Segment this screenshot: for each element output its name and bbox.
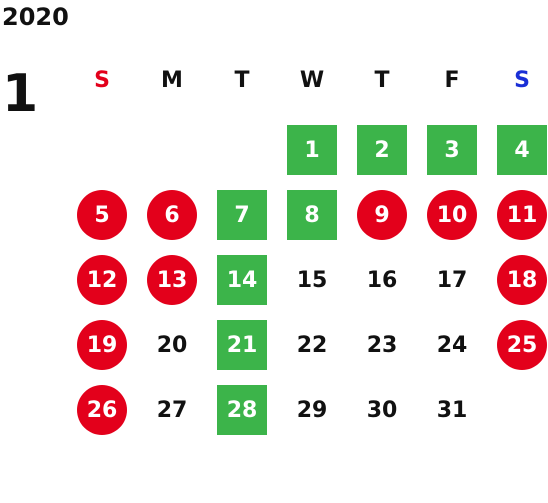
day-cell[interactable]: 9 [357, 190, 407, 240]
day-cell[interactable]: 18 [497, 255, 547, 305]
day-cell[interactable]: 3 [427, 125, 477, 175]
day-cell[interactable]: 10 [427, 190, 477, 240]
day-cell[interactable]: 1 [287, 125, 337, 175]
day-cell[interactable]: 7 [217, 190, 267, 240]
weekday-label: F [444, 68, 460, 93]
day-cell[interactable]: 13 [147, 255, 197, 305]
weekday-label: W [299, 68, 325, 93]
day-cell[interactable]: 8 [287, 190, 337, 240]
day-cell[interactable]: 16 [366, 267, 398, 293]
weekday-label: T [234, 68, 250, 93]
day-cell[interactable]: 12 [77, 255, 127, 305]
weekday-label: S [94, 68, 110, 93]
day-cell[interactable]: 30 [366, 397, 398, 423]
day-cell[interactable]: 24 [436, 332, 468, 358]
day-cell[interactable]: 15 [296, 267, 328, 293]
weekday-label: S [514, 68, 530, 93]
day-cell[interactable]: 31 [436, 397, 468, 423]
day-cell[interactable]: 22 [296, 332, 328, 358]
year-label: 2020 [2, 3, 69, 31]
day-cell[interactable]: 4 [497, 125, 547, 175]
day-cell[interactable]: 11 [497, 190, 547, 240]
weekday-label: T [374, 68, 390, 93]
day-cell[interactable]: 5 [77, 190, 127, 240]
day-cell[interactable]: 26 [77, 385, 127, 435]
day-cell[interactable]: 19 [77, 320, 127, 370]
day-cell[interactable]: 17 [436, 267, 468, 293]
day-cell[interactable]: 21 [217, 320, 267, 370]
day-cell[interactable]: 27 [156, 397, 188, 423]
day-cell[interactable]: 14 [217, 255, 267, 305]
day-cell[interactable]: 20 [156, 332, 188, 358]
day-cell[interactable]: 28 [217, 385, 267, 435]
weekday-label: M [161, 68, 183, 93]
day-cell[interactable]: 2 [357, 125, 407, 175]
day-cell[interactable]: 23 [366, 332, 398, 358]
month-number: 1 [2, 64, 39, 124]
day-cell[interactable]: 6 [147, 190, 197, 240]
day-cell[interactable]: 29 [296, 397, 328, 423]
day-cell[interactable]: 25 [497, 320, 547, 370]
